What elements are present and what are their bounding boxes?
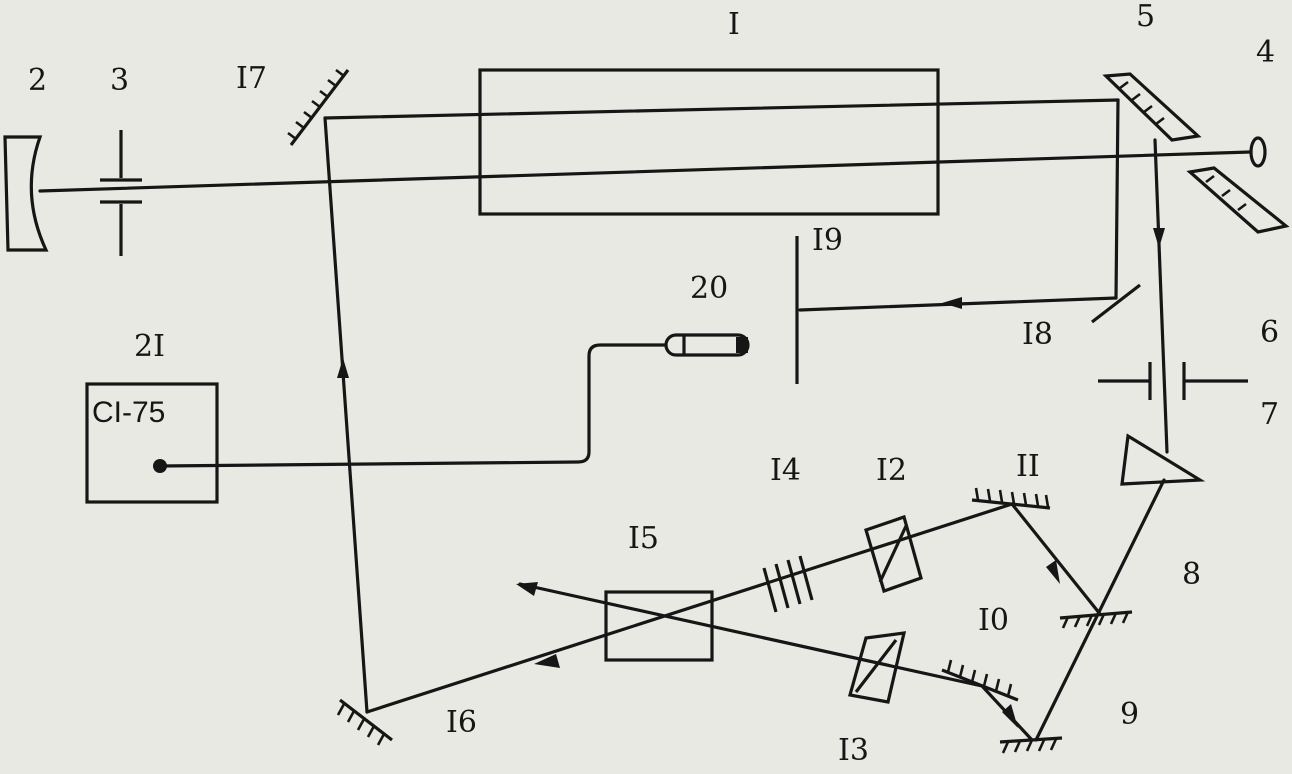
label-mirror-9: 9 [1120, 697, 1139, 732]
label-output-4: 4 [1256, 35, 1275, 70]
laser-tube [478, 68, 940, 216]
beam-arrow-left [942, 297, 962, 309]
beam-arrow-9-10 [1002, 704, 1018, 728]
meter-connector [153, 459, 167, 473]
beam-10-to-exit [518, 582, 984, 688]
signal-cable [158, 343, 668, 468]
label-meter-model: CI-75 [92, 396, 165, 429]
label-detector-20: 20 [690, 271, 728, 306]
mirror-5 [1102, 72, 1202, 142]
polarizer-13 [847, 631, 907, 704]
label-plate-19: I9 [812, 223, 843, 258]
vertical-beam-16-17 [323, 116, 369, 714]
beam-11-to-16 [365, 502, 1014, 714]
rear-concave-mirror [3, 135, 49, 252]
label-prism-8: 8 [1182, 557, 1201, 592]
label-plate-14: I4 [770, 453, 801, 488]
cell-15 [604, 590, 714, 662]
label-mirror-5: 5 [1136, 0, 1155, 34]
prism [1120, 433, 1206, 486]
label-rear-mirror: 2 [28, 63, 47, 98]
polarizer-12 [864, 514, 923, 594]
beam-5-to-18 [1114, 98, 1120, 300]
beam-arrow-up [337, 358, 349, 378]
mirror-17 [287, 68, 350, 146]
beam-splitter-18 [1091, 283, 1141, 324]
aperture-6-7 [1098, 362, 1248, 400]
main-beam-axis [38, 150, 1252, 193]
mirror-8 [1059, 610, 1133, 629]
upper-beam [323, 98, 1120, 120]
label-meter-21: 2I [134, 329, 165, 364]
aperture-3 [100, 130, 142, 256]
label-mirror-17: I7 [236, 61, 267, 96]
beam-arrow-down [1153, 228, 1165, 248]
meter-box-21 [85, 382, 219, 504]
plate-stack-14 [762, 555, 814, 613]
label-cell-15: I5 [628, 521, 659, 556]
detector-20 [664, 333, 750, 357]
label-mirror-11: II [1016, 449, 1040, 484]
label-aperture-6: 6 [1260, 315, 1279, 350]
beam-prism-to-9 [1034, 478, 1166, 742]
label-aperture-3: 3 [110, 63, 129, 98]
beam-arrow-8-11 [1046, 560, 1060, 584]
label-aperture-7: 7 [1260, 397, 1279, 432]
label-polarizer-13: I3 [838, 733, 869, 768]
label-laser-tube: I [728, 7, 740, 42]
output-element-4 [1186, 136, 1290, 234]
label-splitter-18: I8 [1022, 317, 1053, 352]
beam-arrow-to-16 [534, 654, 560, 668]
label-polarizer-12: I2 [876, 453, 907, 488]
beam-8-to-11 [1010, 502, 1102, 616]
mirror-16 [336, 698, 393, 746]
beam-arrow-exit [516, 582, 538, 596]
label-mirror-16: I6 [446, 705, 477, 740]
beam-5-to-prism [1153, 138, 1169, 454]
label-mirror-10: I0 [978, 603, 1009, 638]
